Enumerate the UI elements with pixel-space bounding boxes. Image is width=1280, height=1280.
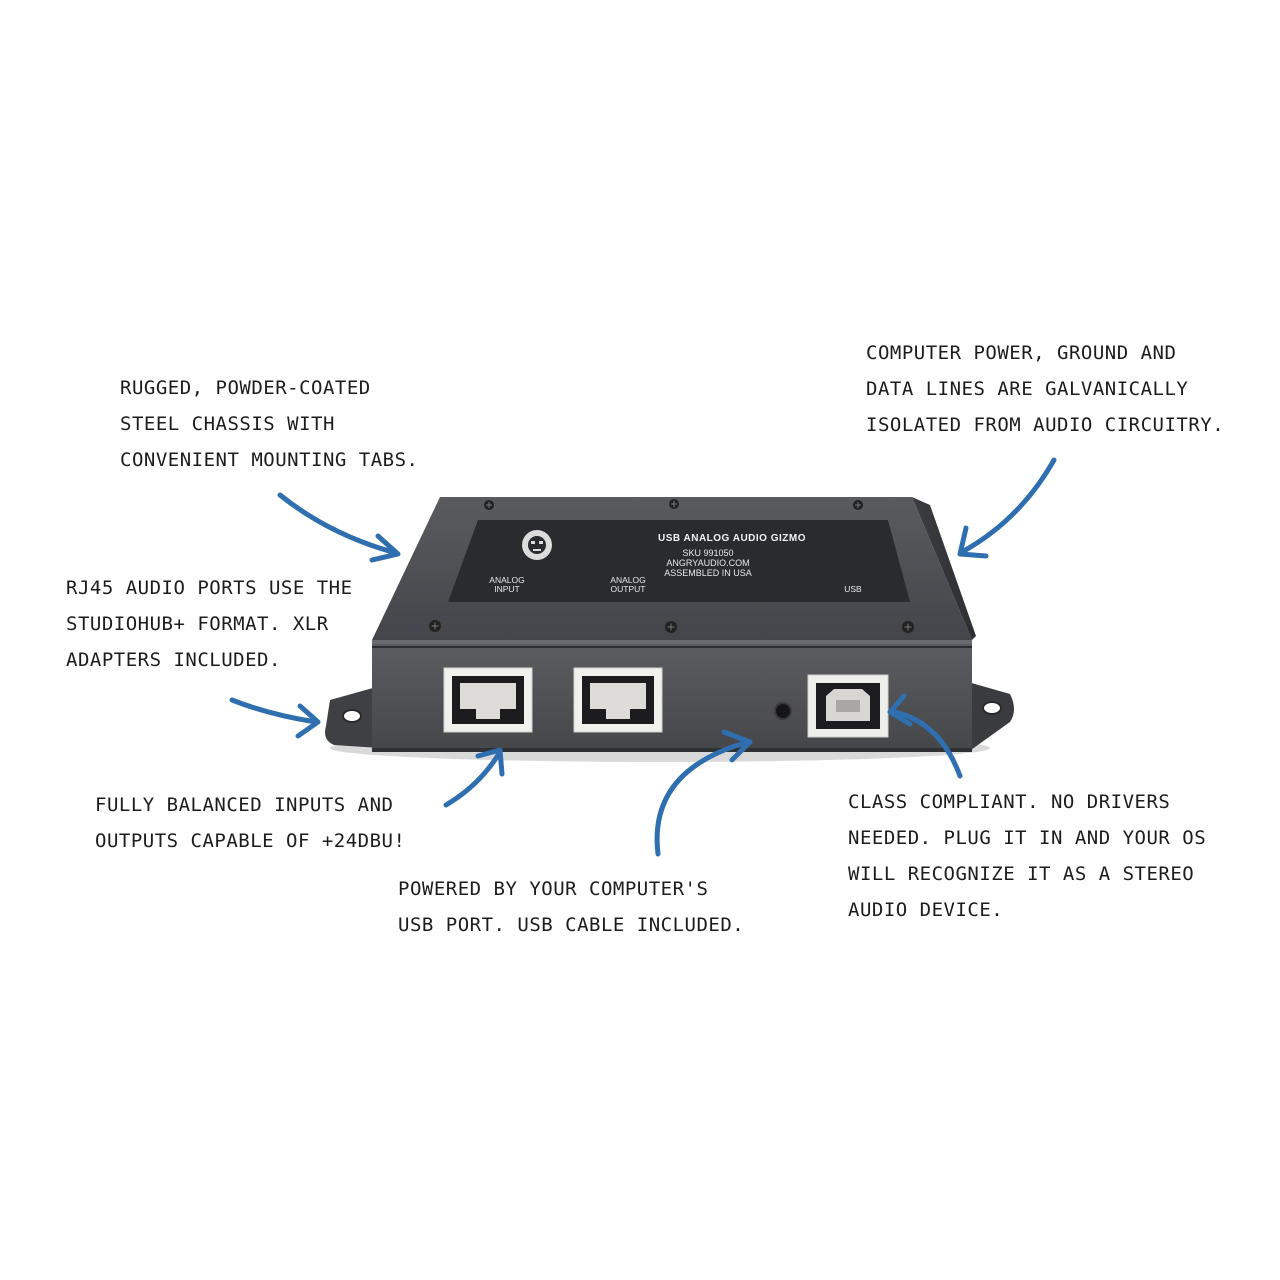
callout-line: STEEL CHASSIS WITH: [120, 413, 335, 435]
callout-rj45: RJ45 AUDIO PORTS USE THE STUDIOHUB+ FORM…: [66, 570, 353, 678]
usb-b-port[interactable]: [807, 674, 889, 738]
mounting-tab-right: [968, 682, 1014, 752]
device-assembled: ASSEMBLED IN USA: [664, 568, 752, 578]
callout-line: COMPUTER POWER, GROUND AND: [866, 342, 1177, 364]
rj45-input-port[interactable]: [443, 667, 533, 733]
callout-line: NEEDED. PLUG IT IN AND YOUR OS: [848, 827, 1207, 849]
status-led: [774, 702, 792, 720]
mounting-hole-right: [982, 701, 1002, 715]
arrow-chassis: [277, 492, 401, 563]
device-website: ANGRYAUDIO.COM: [666, 558, 749, 568]
label-usb: USB: [844, 584, 862, 594]
callout-line: WILL RECOGNIZE IT AS A STEREO: [848, 863, 1195, 885]
device-sku: SKU 991050: [682, 548, 733, 558]
callout-balanced: FULLY BALANCED INPUTS AND OUTPUTS CAPABL…: [95, 787, 405, 859]
screw: [853, 500, 863, 510]
callout-line: ISOLATED FROM AUDIO CIRCUITRY.: [866, 414, 1225, 436]
callout-line: RJ45 AUDIO PORTS USE THE: [66, 577, 353, 599]
screw: [902, 621, 914, 633]
angry-audio-logo-icon: [522, 530, 552, 560]
callout-class-compliant: CLASS COMPLIANT. NO DRIVERS NEEDED. PLUG…: [848, 784, 1206, 928]
callout-line: POWERED BY YOUR COMPUTER'S: [398, 878, 709, 900]
label-analog-output-1: ANALOG: [610, 575, 645, 585]
callout-line: ADAPTERS INCLUDED.: [66, 649, 281, 671]
mounting-hole-left: [342, 709, 362, 723]
label-analog-input-2: INPUT: [494, 584, 520, 594]
rj45-output-port[interactable]: [573, 667, 663, 733]
arrow-rj45: [229, 697, 321, 739]
callout-line: USB PORT. USB CABLE INCLUDED.: [398, 914, 745, 936]
screw: [484, 500, 494, 510]
callout-line: STUDIOHUB+ FORMAT. XLR: [66, 613, 329, 635]
callout-line: CONVENIENT MOUNTING TABS.: [120, 449, 419, 471]
callout-power: POWERED BY YOUR COMPUTER'S USB PORT. USB…: [398, 871, 744, 943]
callout-line: DATA LINES ARE GALVANICALLY: [866, 378, 1189, 400]
arrow-power: [654, 729, 753, 857]
callout-chassis: RUGGED, POWDER-COATED STEEL CHASSIS WITH…: [120, 370, 418, 478]
callout-line: CLASS COMPLIANT. NO DRIVERS: [848, 791, 1171, 813]
chassis-side: [912, 497, 976, 640]
device-title: USB ANALOG AUDIO GIZMO: [658, 533, 806, 544]
screw: [669, 499, 679, 509]
label-analog-input-1: ANALOG: [489, 575, 524, 585]
callout-isolation: COMPUTER POWER, GROUND AND DATA LINES AR…: [866, 335, 1224, 443]
label-analog-output-2: OUTPUT: [611, 584, 646, 594]
arrow-isolation: [957, 457, 1057, 559]
screws: [429, 499, 914, 633]
callout-line: RUGGED, POWDER-COATED: [120, 377, 371, 399]
arrow-class-compliant: [887, 693, 963, 779]
screw: [429, 620, 441, 632]
screw: [665, 621, 677, 633]
label-plate: [448, 520, 910, 602]
arrow-balanced: [443, 747, 505, 808]
callout-line: OUTPUTS CAPABLE OF +24DBU!: [95, 830, 406, 852]
callout-line: FULLY BALANCED INPUTS AND: [95, 794, 394, 816]
callout-line: AUDIO DEVICE.: [848, 899, 1004, 921]
